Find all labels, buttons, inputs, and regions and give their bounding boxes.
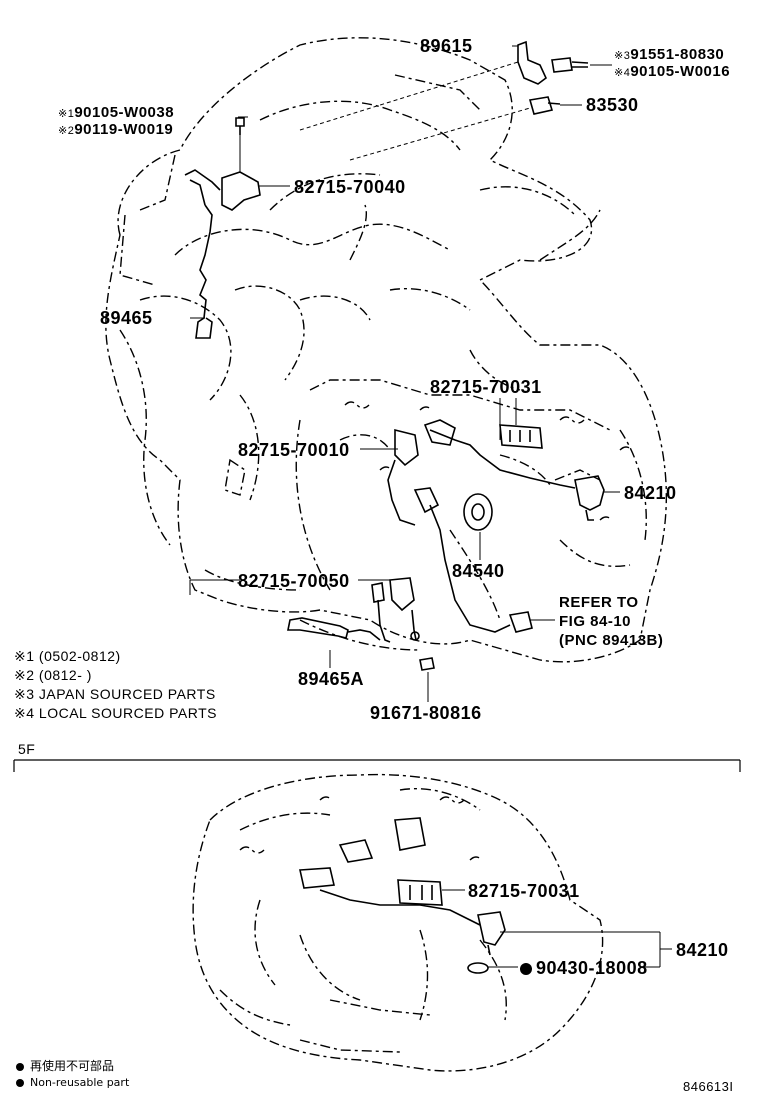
mark-2: ※2	[58, 125, 75, 137]
part-82715-70031-bottom[interactable]: 82715-70031	[468, 881, 580, 901]
part-84210-bottom[interactable]: 84210	[676, 940, 729, 960]
part-90105-w0038[interactable]: ※190105-W0038	[58, 105, 174, 120]
part-82715-70040[interactable]: 82715-70040	[294, 177, 406, 197]
legend-english-text: Non-reusable part	[30, 1076, 130, 1089]
bottom-leader-lines	[442, 889, 672, 968]
note-4: ※4 LOCAL SOURCED PARTS	[14, 705, 217, 721]
section-divider	[13, 759, 741, 772]
part-90119-w0019-number[interactable]: 90119-W0019	[74, 121, 174, 138]
part-89615[interactable]: 89615	[420, 36, 473, 56]
bullet-dot-icon	[16, 1062, 24, 1071]
note-1: ※1 (0502-0812)	[14, 648, 121, 664]
part-84210-top[interactable]: 84210	[624, 483, 677, 503]
part-89465[interactable]: 89465	[100, 308, 153, 328]
refer-line-1: REFER TO	[559, 594, 639, 611]
bullet-dot-icon	[16, 1079, 24, 1087]
top-solid-parts	[184, 40, 605, 671]
top-leader-lines	[189, 45, 620, 702]
bottom-solid-parts	[299, 817, 506, 974]
part-89465a[interactable]: 89465A	[298, 669, 365, 689]
part-90105-w0016-number[interactable]: 90105-W0016	[630, 63, 731, 80]
part-91551-80830[interactable]: ※391551-80830	[614, 47, 724, 62]
non-reusable-dot-icon	[520, 963, 532, 975]
part-91551-80830-number[interactable]: 91551-80830	[630, 46, 725, 63]
part-82715-70050[interactable]: 82715-70050	[238, 571, 350, 591]
mark-4: ※4	[614, 67, 631, 79]
mark-1: ※1	[58, 108, 75, 120]
part-83530[interactable]: 83530	[586, 95, 639, 115]
part-90430-18008[interactable]: 90430-18008	[520, 959, 648, 977]
legend-japanese: 再使用不可部品	[16, 1060, 114, 1072]
note-2: ※2 (0812- )	[14, 667, 92, 683]
engine-outline	[105, 37, 668, 663]
mark-3: ※3	[614, 50, 631, 62]
part-90119-w0019[interactable]: ※290119-W0019	[58, 122, 173, 137]
transmission-outline	[192, 773, 604, 1072]
refer-line-2[interactable]: FIG 84-10	[559, 613, 632, 630]
part-82715-70010[interactable]: 82715-70010	[238, 440, 350, 460]
refer-line-3[interactable]: (PNC 89413B)	[559, 632, 664, 649]
section-label: 5F	[18, 741, 36, 757]
part-90105-w0038-number[interactable]: 90105-W0038	[74, 104, 175, 121]
part-82715-70031-top[interactable]: 82715-70031	[430, 377, 542, 397]
part-91671-80816[interactable]: 91671-80816	[370, 703, 482, 723]
part-90105-w0016[interactable]: ※490105-W0016	[614, 64, 730, 79]
part-90430-18008-number[interactable]: 90430-18008	[536, 958, 648, 978]
figure-id: 846613I	[683, 1079, 734, 1094]
part-84540[interactable]: 84540	[452, 561, 505, 581]
legend-english: Non-reusable part	[16, 1077, 129, 1088]
note-3: ※3 JAPAN SOURCED PARTS	[14, 686, 216, 702]
legend-japanese-text: 再使用不可部品	[30, 1059, 115, 1073]
